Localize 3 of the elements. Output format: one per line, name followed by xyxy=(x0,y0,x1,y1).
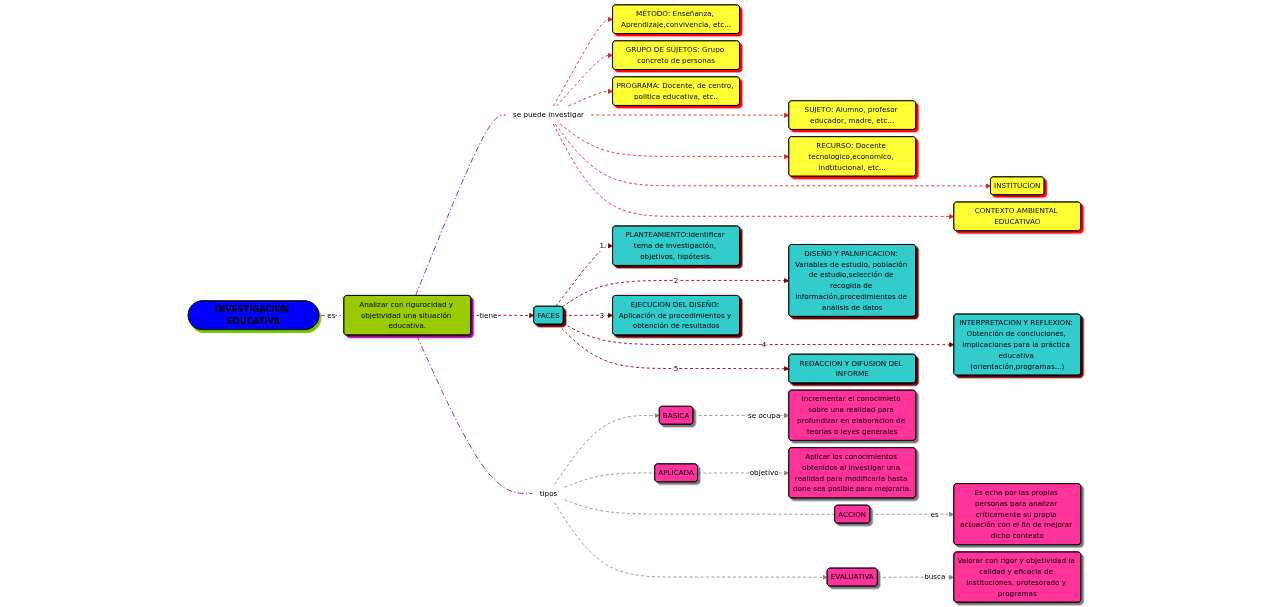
connector xyxy=(415,114,507,297)
connector xyxy=(416,334,533,494)
connector xyxy=(564,499,836,515)
